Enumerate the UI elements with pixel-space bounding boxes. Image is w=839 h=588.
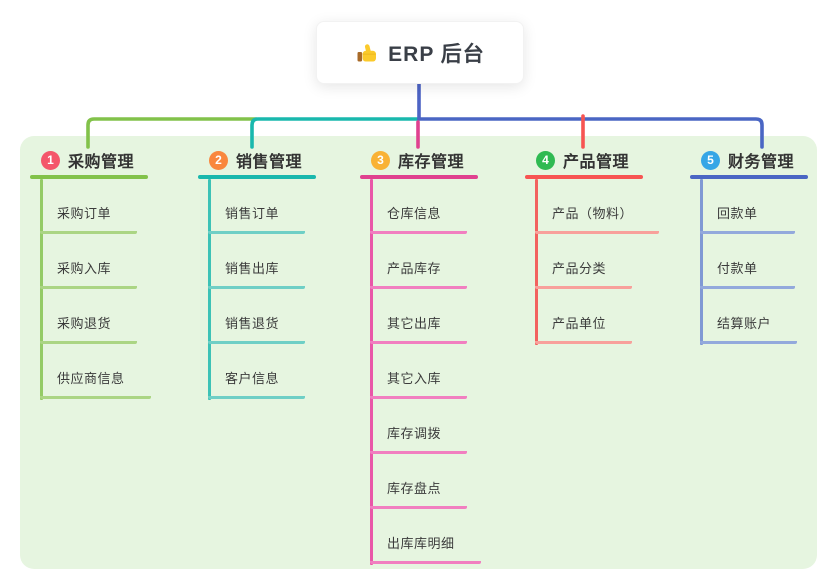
child-node[interactable]: 产品单位	[535, 289, 659, 344]
branch-number-badge: 4	[536, 150, 555, 170]
child-label: 供应商信息	[40, 368, 151, 399]
child-label: 销售出库	[208, 258, 306, 289]
child-label: 库存调拨	[370, 423, 468, 454]
child-label: 回款单	[700, 203, 795, 234]
branch-child-rail	[370, 179, 373, 565]
child-node[interactable]: 销售退货	[208, 289, 306, 344]
child-node[interactable]: 库存调拨	[370, 399, 481, 454]
branch-underline	[198, 175, 316, 179]
child-node[interactable]: 客户信息	[208, 344, 306, 399]
child-label: 采购入库	[40, 258, 138, 289]
branch-children: 产品（物料） 产品分类 产品单位	[535, 179, 660, 344]
branch-product: 4 产品管理 产品（物料） 产品分类 产品单位	[525, 148, 660, 345]
branch-number-badge: 2	[209, 150, 228, 170]
child-label: 付款单	[700, 258, 795, 289]
branch-number-badge: 3	[371, 150, 390, 170]
child-node[interactable]: 其它出库	[370, 289, 481, 344]
child-label: 产品（物料）	[535, 203, 660, 234]
branch-title-sales[interactable]: 2 销售管理	[198, 148, 316, 172]
child-label: 客户信息	[208, 368, 306, 399]
branch-title-finance[interactable]: 5 财务管理	[690, 148, 808, 172]
branches-background-panel	[20, 136, 817, 569]
child-label: 其它入库	[370, 368, 468, 399]
child-label: 其它出库	[370, 313, 468, 344]
branch-title-label: 产品管理	[563, 154, 630, 171]
branch-children: 仓库信息 产品库存 其它出库 其它入库 库存调拨 库存盘点 出库库明细	[370, 179, 481, 564]
child-node[interactable]: 结算账户	[700, 289, 798, 344]
child-node[interactable]: 产品（物料）	[535, 179, 660, 234]
child-label: 销售订单	[208, 203, 306, 234]
branch-title-inventory[interactable]: 3 库存管理	[360, 148, 478, 172]
child-label: 产品分类	[535, 258, 633, 289]
child-node[interactable]: 出库库明细	[370, 509, 481, 564]
branch-title-product[interactable]: 4 产品管理	[525, 148, 643, 172]
child-label: 仓库信息	[370, 203, 468, 234]
branch-title-label: 采购管理	[68, 154, 135, 171]
child-label: 产品单位	[535, 313, 633, 344]
branch-child-rail	[535, 179, 538, 345]
child-node[interactable]: 销售出库	[208, 234, 306, 289]
branch-underline	[690, 175, 808, 179]
branch-underline	[360, 175, 478, 179]
root-node[interactable]: ERP 后台	[316, 21, 524, 84]
child-node[interactable]: 采购退货	[40, 289, 151, 344]
child-label: 采购退货	[40, 313, 138, 344]
branch-title-purchase[interactable]: 1 采购管理	[30, 148, 148, 172]
child-node[interactable]: 采购订单	[40, 179, 151, 234]
child-node[interactable]: 产品库存	[370, 234, 481, 289]
child-node[interactable]: 其它入库	[370, 344, 481, 399]
branch-finance: 5 财务管理 回款单 付款单 结算账户	[690, 148, 808, 345]
child-label: 结算账户	[700, 313, 798, 344]
branch-children: 采购订单 采购入库 采购退货 供应商信息	[40, 179, 151, 399]
branch-number-badge: 1	[41, 150, 60, 170]
branch-title-label: 库存管理	[398, 154, 465, 171]
child-node[interactable]: 供应商信息	[40, 344, 151, 399]
child-label: 产品库存	[370, 258, 468, 289]
child-node[interactable]: 采购入库	[40, 234, 151, 289]
branch-title-label: 销售管理	[236, 154, 303, 171]
child-node[interactable]: 销售订单	[208, 179, 306, 234]
branch-children: 销售订单 销售出库 销售退货 客户信息	[208, 179, 306, 399]
branch-number-badge: 5	[701, 150, 720, 170]
child-node[interactable]: 产品分类	[535, 234, 659, 289]
child-label: 采购订单	[40, 203, 138, 234]
branch-underline	[30, 175, 148, 179]
child-node[interactable]: 库存盘点	[370, 454, 481, 509]
root-node-label: ERP 后台	[388, 42, 485, 66]
branch-child-rail	[40, 179, 43, 400]
branch-children: 回款单 付款单 结算账户	[700, 179, 798, 344]
child-node[interactable]: 仓库信息	[370, 179, 481, 234]
branch-inventory: 3 库存管理 仓库信息 产品库存 其它出库 其它入库 库存调拨 库存盘点 出库库…	[360, 148, 481, 565]
branch-purchase: 1 采购管理 采购订单 采购入库 采购退货 供应商信息	[30, 148, 151, 400]
branch-sales: 2 销售管理 销售订单 销售出库 销售退货 客户信息	[198, 148, 316, 400]
child-label: 出库库明细	[370, 533, 481, 564]
branch-title-label: 财务管理	[728, 154, 795, 171]
branch-underline	[525, 175, 643, 179]
child-node[interactable]: 回款单	[700, 179, 797, 234]
child-label: 销售退货	[208, 313, 306, 344]
thumbs-up-icon	[357, 43, 377, 61]
child-label: 库存盘点	[370, 478, 468, 509]
child-node[interactable]: 付款单	[700, 234, 797, 289]
branch-child-rail	[208, 179, 211, 400]
branch-child-rail	[700, 179, 703, 345]
